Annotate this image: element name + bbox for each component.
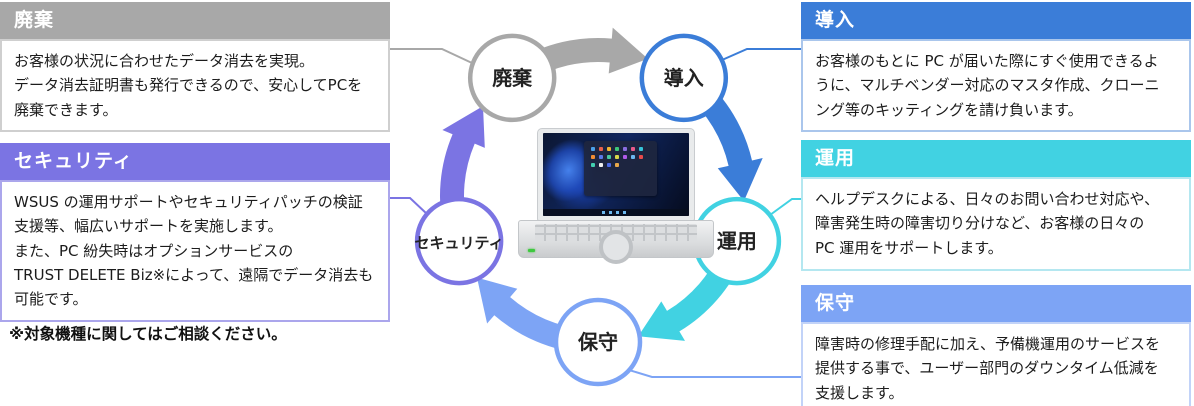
hoshu-box-header: 保守 xyxy=(801,285,1191,322)
flow-node-hoshu xyxy=(553,297,643,387)
app-icon-dot xyxy=(606,155,611,160)
hoshu-box-body: 障害時の修理手配に加え、予備機運用のサービスを 提供する事で、ユーザー部門のダウ… xyxy=(801,322,1191,406)
haiki-box: 廃棄 お客様の状況に合わせたデータ消去を実現。 データ消去証明書も発行できるので… xyxy=(0,2,390,132)
security-box-title: セキュリティ xyxy=(14,150,133,172)
security-box-header: セキュリティ xyxy=(0,143,390,180)
laptop-image xyxy=(518,128,714,264)
app-icon-dot xyxy=(598,163,603,168)
donyu-box: 導入 お客様のもとに PC が届いた際にすぐ使用できるよ うに、マルチベンダー対… xyxy=(801,2,1191,132)
security-box: セキュリティ WSUS の運用サポートやセキュリティパッチの検証 支援等、幅広い… xyxy=(0,143,390,322)
security-box-body: WSUS の運用サポートやセキュリティパッチの検証 支援等、幅広いサポートを実施… xyxy=(0,180,390,322)
app-icon-dot xyxy=(622,147,627,152)
power-led xyxy=(528,249,535,252)
taskbar-icons xyxy=(602,211,630,214)
flow-node-donyu xyxy=(639,33,729,123)
unyo-box: 運用 ヘルプデスクによる、日々のお問い合わせ対応や、 障害発生時の障害切り分けな… xyxy=(801,140,1191,271)
leader-line-unyo xyxy=(769,198,801,216)
round-trackpad xyxy=(599,230,633,264)
app-icon-dot xyxy=(614,155,619,160)
taskbar xyxy=(543,209,689,216)
app-icon-dot xyxy=(638,155,643,160)
laptop-keyboard-deck xyxy=(518,220,714,264)
leader-line-haiki xyxy=(390,48,473,64)
flow-node-label-security: セキュリティ xyxy=(415,234,504,252)
haiki-box-title: 廃棄 xyxy=(14,9,55,31)
app-icon-dot xyxy=(630,155,635,160)
donyu-box-title: 導入 xyxy=(815,9,856,31)
footnote-text: ※対象機種に関してはご相談ください。 xyxy=(9,325,287,343)
unyo-box-title: 運用 xyxy=(815,147,856,169)
app-icon-dot xyxy=(638,147,643,152)
flow-node-security xyxy=(414,196,504,286)
app-icon-dot xyxy=(598,155,603,160)
donyu-box-header: 導入 xyxy=(801,2,1191,39)
flow-node-label-haiki: 廃棄 xyxy=(492,66,533,90)
app-icon-dot xyxy=(606,147,611,152)
flow-node-label-donyu: 導入 xyxy=(664,66,704,90)
leader-line-donyu xyxy=(721,48,801,61)
donyu-box-body: お客様のもとに PC が届いた際にすぐ使用できるよ うに、マルチベンダー対応のマ… xyxy=(801,39,1191,132)
laptop-screen xyxy=(543,133,689,216)
app-icon-dot xyxy=(622,155,627,160)
laptop-lid xyxy=(537,128,695,221)
app-icon-dot xyxy=(614,147,619,152)
haiki-box-header: 廃棄 xyxy=(0,2,390,39)
app-icon-dot xyxy=(590,147,595,152)
app-icon-dot xyxy=(590,163,595,168)
app-icon-dot xyxy=(606,163,611,168)
unyo-box-body: ヘルプデスクによる、日々のお問い合わせ対応や、 障害発生時の障害切り分けなど、お… xyxy=(801,177,1191,271)
app-icon-dot xyxy=(590,155,595,160)
app-icon-dot xyxy=(614,163,619,168)
unyo-box-header: 運用 xyxy=(801,140,1191,177)
start-menu-panel xyxy=(583,141,657,197)
hoshu-box-title: 保守 xyxy=(815,292,856,314)
hoshu-box: 保守 障害時の修理手配に加え、予備機運用のサービスを 提供する事で、ユーザー部門… xyxy=(801,285,1191,406)
app-icon-dot xyxy=(598,147,603,152)
haiki-box-body: お客様の状況に合わせたデータ消去を実現。 データ消去証明書も発行できるので、安心… xyxy=(0,39,390,132)
flow-node-label-hoshu: 保守 xyxy=(577,330,618,354)
flow-node-haiki xyxy=(467,33,557,123)
flow-node-label-unyo: 運用 xyxy=(717,229,757,253)
leader-line-hoshu xyxy=(628,369,801,378)
app-icon-dot xyxy=(630,147,635,152)
leader-line-security xyxy=(390,197,428,215)
